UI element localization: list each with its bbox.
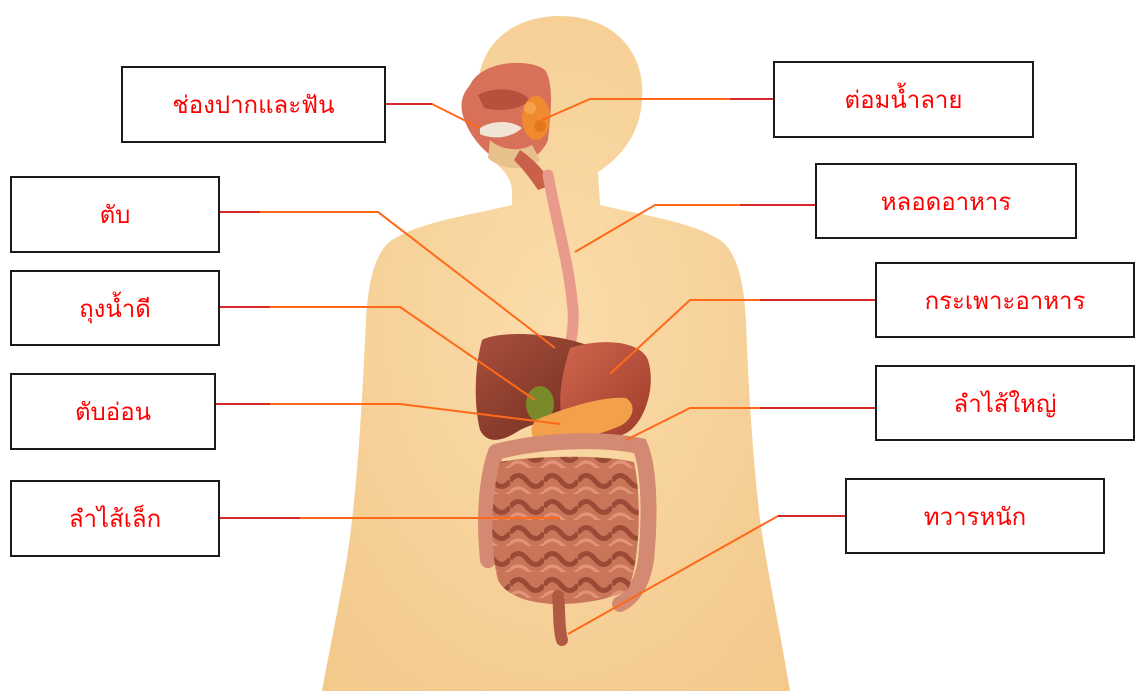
label-box-salivary-gland: ต่อมน้ำลาย xyxy=(773,61,1034,138)
label-box-large-intestine: ลำไส้ใหญ่ xyxy=(875,365,1135,441)
label-box-pancreas: ตับอ่อน xyxy=(10,373,216,450)
label-gallbladder: ถุงน้ำดี xyxy=(79,289,151,328)
label-box-stomach: กระเพาะอาหาร xyxy=(875,262,1135,338)
label-large-intestine: ลำไส้ใหญ่ xyxy=(954,384,1057,423)
label-liver: ตับ xyxy=(100,195,131,234)
label-stomach: กระเพาะอาหาร xyxy=(925,281,1086,320)
label-box-small-intestine: ลำไส้เล็ก xyxy=(10,480,220,557)
small-intestine-organ xyxy=(492,457,639,604)
label-mouth-teeth: ช่องปากและฟัน xyxy=(172,85,334,124)
label-small-intestine: ลำไส้เล็ก xyxy=(69,499,161,538)
label-box-mouth-teeth: ช่องปากและฟัน xyxy=(121,66,386,143)
label-box-gallbladder: ถุงน้ำดี xyxy=(10,270,220,346)
label-esophagus: หลอดอาหาร xyxy=(881,182,1012,221)
label-salivary-gland: ต่อมน้ำลาย xyxy=(845,80,963,119)
label-box-esophagus: หลอดอาหาร xyxy=(815,163,1077,239)
label-box-liver: ตับ xyxy=(10,176,220,253)
label-pancreas: ตับอ่อน xyxy=(75,392,151,431)
label-box-anus: ทวารหนัก xyxy=(845,478,1105,554)
rectum-organ xyxy=(558,596,562,640)
label-anus: ทวารหนัก xyxy=(924,497,1026,536)
